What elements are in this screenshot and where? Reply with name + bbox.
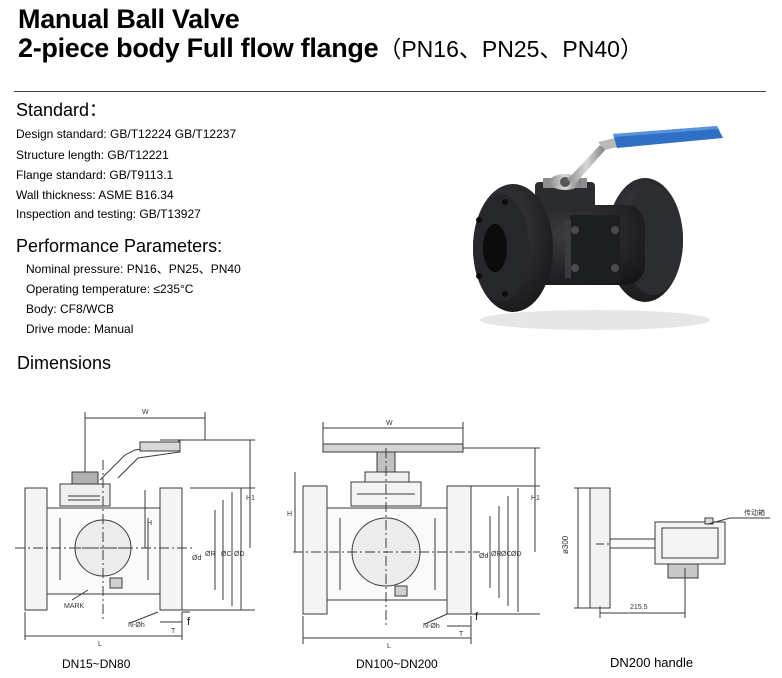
label-d: Ød <box>192 555 201 562</box>
dimensions-heading: Dimensions <box>17 353 112 373</box>
label-w: W <box>142 409 149 416</box>
drawing-dn15-dn80: W H H1 Ød ØR ØC ØD MARK N-Øh T L f <box>15 409 255 648</box>
label-r: ØR <box>491 551 502 558</box>
label-gearbox: 传动箱 <box>744 508 765 517</box>
label-o: ØD <box>234 551 245 558</box>
label-l: L <box>387 643 391 650</box>
caption-dn15-dn80: DN15~DN80 <box>62 657 131 671</box>
label-l: L <box>98 641 102 648</box>
performance-item: Drive mode: Manual <box>26 322 134 336</box>
label-diameter: ø300 <box>561 535 570 554</box>
subtitle-main: 2-piece body Full flow flange <box>18 33 379 63</box>
standard-heading: Standard： <box>16 100 108 120</box>
caption-dn200-handle: DN200 handle <box>610 655 694 670</box>
label-t: T <box>459 631 464 638</box>
label-h1: H1 <box>531 495 540 502</box>
drawing-dn200-handle: ø300 传动箱 215.5 <box>561 487 770 618</box>
label-r: ØR <box>205 551 216 558</box>
label-f: f <box>475 611 479 623</box>
label-bolt: N-Øh <box>128 622 145 629</box>
label-w: W <box>386 420 393 427</box>
standard-item: Design standard: GB/T12224 GB/T12237 <box>16 127 237 141</box>
valve-photo <box>473 126 723 330</box>
subtitle-pressure: （PN16、PN25、PN40） <box>378 36 643 62</box>
page-title: Manual Ball Valve <box>18 4 240 34</box>
label-d: Ød <box>479 553 488 560</box>
label-length: 215.5 <box>630 604 648 611</box>
label-c: ØC <box>221 551 232 558</box>
standard-item: Flange standard: GB/T9113.1 <box>16 168 174 182</box>
label-f: f <box>187 616 191 628</box>
standard-item: Wall thickness: ASME B16.34 <box>16 188 174 202</box>
standard-item: Structure length: GB/T12221 <box>16 148 169 162</box>
handle-grip <box>613 126 723 148</box>
performance-item: Nominal pressure: PN16、PN25、PN40 <box>26 262 241 276</box>
performance-heading: Performance Parameters: <box>16 236 223 256</box>
label-bolt: N-Øh <box>423 623 440 630</box>
label-o: ØD <box>511 551 522 558</box>
drawing-dn100-dn200: W H H1 Ød ØR ØC ØD N-Øh T L f <box>287 420 540 650</box>
standard-item: Inspection and testing: GB/T13927 <box>16 207 201 221</box>
page-subtitle: 2-piece body Full flow flange（PN16、PN25、… <box>18 33 643 64</box>
performance-item: Operating temperature: ≤235°C <box>26 282 194 296</box>
performance-item: Body: CF8/WCB <box>26 302 115 316</box>
label-t: T <box>171 628 176 635</box>
label-h: H <box>147 520 152 527</box>
label-mark: MARK <box>64 603 85 610</box>
label-h: H <box>287 511 292 518</box>
label-h1: H1 <box>246 495 255 502</box>
header-divider <box>14 91 766 92</box>
label-c: ØC <box>501 551 512 558</box>
caption-dn100-dn200: DN100~DN200 <box>356 657 438 671</box>
